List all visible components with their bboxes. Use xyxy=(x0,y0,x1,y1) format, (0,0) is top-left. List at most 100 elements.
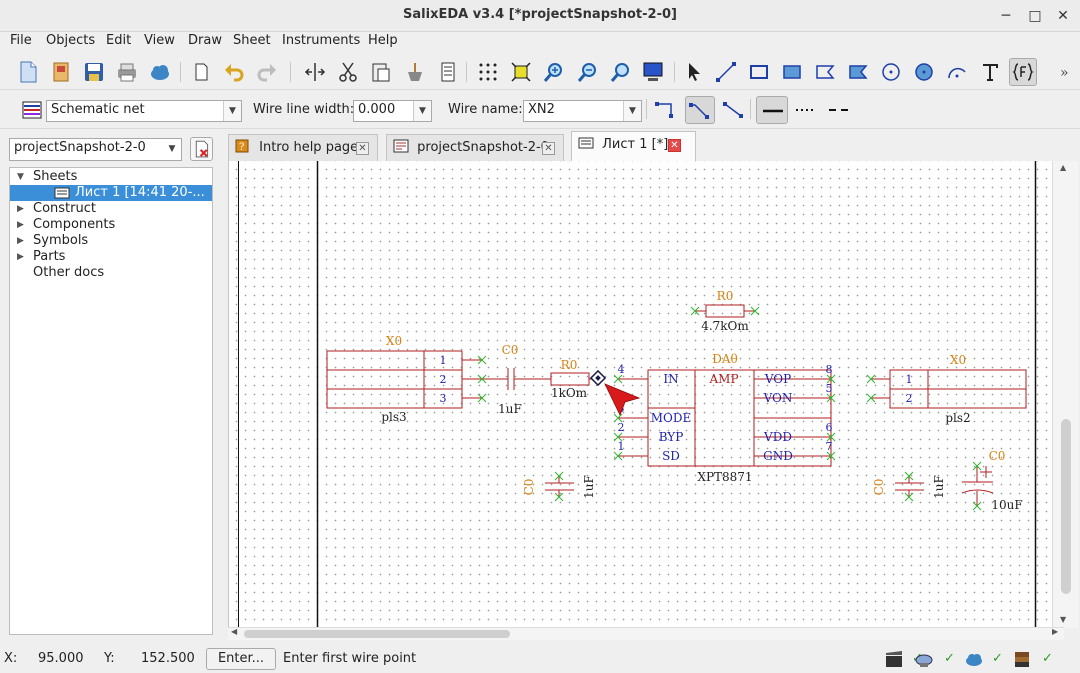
close-icon[interactable]: ✕ xyxy=(356,142,369,155)
close-project-button[interactable] xyxy=(190,137,213,161)
check-icon: ✓ xyxy=(992,651,1003,666)
blank-sheet-icon[interactable] xyxy=(189,60,213,84)
tree-item-components[interactable]: ▶Components xyxy=(10,217,212,233)
tree-label: Лист 1 [14:41 20-... xyxy=(75,185,205,200)
arc-icon[interactable] xyxy=(945,60,969,84)
maximize-button[interactable]: □ xyxy=(1028,8,1042,24)
clapper-icon[interactable] xyxy=(884,649,904,669)
horizontal-scroll-thumb[interactable] xyxy=(244,630,510,638)
zoom-out-icon[interactable] xyxy=(576,60,600,84)
enter-button[interactable]: Enter... xyxy=(206,648,276,670)
scroll-up-icon[interactable]: ▲ xyxy=(1060,163,1067,172)
close-icon[interactable]: ✕ xyxy=(542,142,555,155)
tree-label: Construct xyxy=(33,201,96,216)
menu-file[interactable]: File xyxy=(10,33,32,48)
line-dashed-icon[interactable] xyxy=(827,98,851,122)
undo-icon[interactable] xyxy=(222,60,246,84)
brush-icon[interactable] xyxy=(403,60,427,84)
line-dotted-icon[interactable] xyxy=(794,98,818,122)
conn-left-pin-1: 1 xyxy=(440,354,447,367)
rectangle-icon[interactable] xyxy=(747,60,771,84)
tree-item-sheets[interactable]: ▼Sheets xyxy=(10,169,212,185)
menu-help[interactable]: Help xyxy=(368,33,398,48)
mirror-icon[interactable] xyxy=(303,60,327,84)
tree-item-other-docs[interactable]: Other docs xyxy=(10,265,212,281)
scroll-left-icon[interactable]: ◀ xyxy=(231,627,238,636)
wire-width-value: 0.000 xyxy=(358,102,396,117)
monitor-icon[interactable] xyxy=(641,60,665,84)
schematic-canvas[interactable]: X0 1 2 3 pls3 C0 1uF R0 1kOm R0 4.7kOm D… xyxy=(228,161,1052,628)
vertical-scroll-thumb[interactable] xyxy=(1061,419,1071,594)
cap-bl-ref: C0 xyxy=(522,479,536,496)
scroll-right-icon[interactable]: ▶ xyxy=(1052,627,1059,636)
filled-circle-icon[interactable] xyxy=(912,60,936,84)
tree-item-construct[interactable]: ▶ Construct xyxy=(10,201,212,217)
toolbar-more-icon[interactable]: » xyxy=(1058,60,1072,84)
polyline-icon[interactable] xyxy=(813,60,837,84)
properties-icon[interactable] xyxy=(436,60,460,84)
library-icon[interactable] xyxy=(1012,649,1032,669)
circle-icon[interactable] xyxy=(879,60,903,84)
menu-objects[interactable]: Objects xyxy=(46,33,96,48)
filled-rect-icon[interactable] xyxy=(780,60,804,84)
paste-icon[interactable] xyxy=(369,60,393,84)
wire-name-input[interactable]: XN2 ▼ xyxy=(523,100,642,122)
cloud-status-icon[interactable] xyxy=(964,649,984,669)
close-button[interactable]: ✕ xyxy=(1057,8,1069,24)
line-icon[interactable] xyxy=(714,60,738,84)
wire-diagonal-icon[interactable] xyxy=(685,96,715,124)
tree-item-parts[interactable]: ▶Parts xyxy=(10,249,212,265)
select-arrow-icon[interactable] xyxy=(682,60,706,84)
menu-edit[interactable]: Edit xyxy=(106,33,132,48)
chevron-down-icon: ▼ xyxy=(223,101,241,121)
field-icon[interactable] xyxy=(1009,58,1037,86)
zoom-area-icon[interactable] xyxy=(609,60,633,84)
horizontal-scrollbar[interactable]: ◀ ▶ xyxy=(228,627,1064,640)
line-solid-icon[interactable] xyxy=(756,96,788,124)
menu-draw[interactable]: Draw xyxy=(188,33,222,48)
tab-intro-help[interactable]: ? Intro help page ✕ xyxy=(228,134,378,161)
chevron-right-icon[interactable]: ▶ xyxy=(17,220,24,230)
save-icon[interactable] xyxy=(82,60,106,84)
satellite-icon[interactable] xyxy=(914,649,934,669)
wire-straight-icon[interactable] xyxy=(721,98,745,122)
menu-instruments[interactable]: Instruments xyxy=(282,33,361,48)
scroll-down-icon[interactable]: ▼ xyxy=(1060,615,1067,624)
wire-ortho-icon[interactable] xyxy=(654,98,678,122)
project-select-value: projectSnapshot-2-0 xyxy=(14,140,146,155)
new-file-icon[interactable] xyxy=(16,60,40,84)
text-icon[interactable] xyxy=(978,60,1002,84)
net-mode-icon xyxy=(20,98,44,122)
schematic-drawing[interactable]: X0 1 2 3 pls3 C0 1uF R0 1kOm R0 4.7kOm D… xyxy=(229,161,1052,628)
x-label: X: xyxy=(4,651,18,666)
chevron-right-icon[interactable]: ▶ xyxy=(17,204,24,214)
tab-project[interactable]: projectSnapshot-2-0 ✕ xyxy=(386,134,564,161)
polygon-icon[interactable] xyxy=(846,60,870,84)
tab-sheet-1[interactable]: Лист 1 [*] ✕ xyxy=(571,131,696,161)
tree-item-sheet-1[interactable]: Лист 1 [14:41 20-... xyxy=(10,185,212,201)
print-icon[interactable] xyxy=(115,60,139,84)
res-in-ref: R0 xyxy=(561,358,578,372)
vertical-scrollbar[interactable]: ▲ ▼ xyxy=(1052,161,1078,628)
close-icon[interactable]: ✕ xyxy=(668,139,681,152)
grid-icon[interactable] xyxy=(476,60,500,84)
cut-icon[interactable] xyxy=(336,60,360,84)
conn-left-name: pls3 xyxy=(381,410,406,424)
chip-pin-mode: MODE xyxy=(651,411,692,425)
menu-sheet[interactable]: Sheet xyxy=(233,33,271,48)
redo-icon[interactable] xyxy=(255,60,279,84)
zoom-fit-icon[interactable] xyxy=(509,60,533,84)
cloud-icon[interactable] xyxy=(148,60,172,84)
chevron-right-icon[interactable]: ▶ xyxy=(17,252,24,262)
project-select[interactable]: projectSnapshot-2-0 ▼ xyxy=(9,138,182,161)
zoom-in-icon[interactable] xyxy=(542,60,566,84)
open-project-icon[interactable] xyxy=(49,60,73,84)
minimize-button[interactable]: ─ xyxy=(1001,8,1011,24)
menu-view[interactable]: View xyxy=(144,33,175,48)
net-mode-select[interactable]: Schematic net ▼ xyxy=(46,100,242,122)
chevron-down-icon[interactable]: ▼ xyxy=(17,172,24,182)
conn-left-pin-2: 2 xyxy=(440,373,447,386)
tree-item-symbols[interactable]: ▶Symbols xyxy=(10,233,212,249)
chevron-right-icon[interactable]: ▶ xyxy=(17,236,24,246)
wire-width-input[interactable]: 0.000 ▼ xyxy=(353,100,432,122)
